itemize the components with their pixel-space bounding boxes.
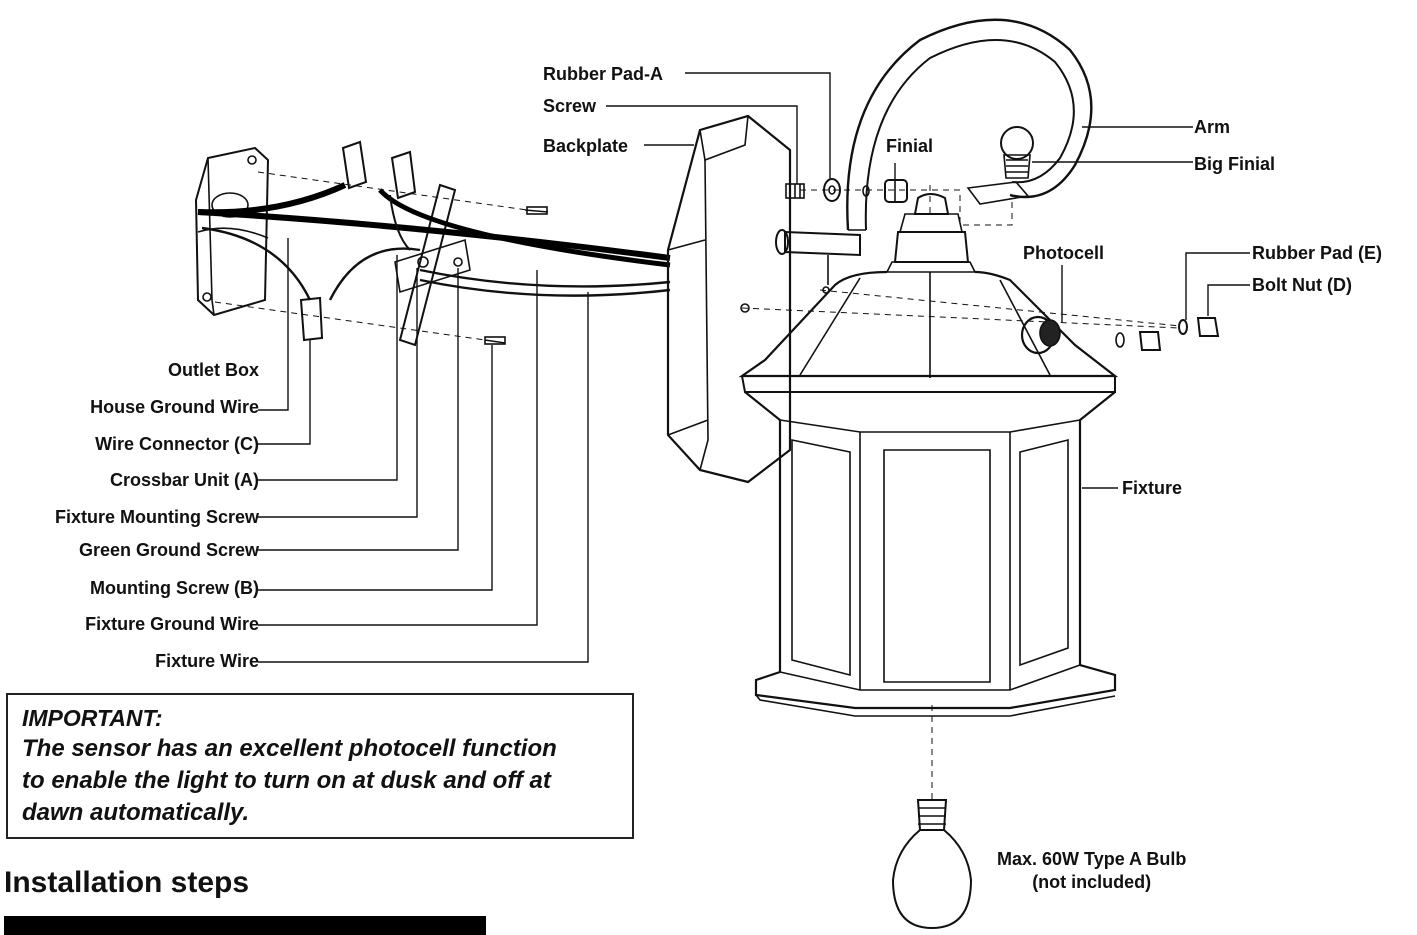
bulb-note: Max. 60W Type A Bulb (not included) <box>997 848 1186 894</box>
bulb <box>891 799 973 930</box>
section-bar <box>4 916 486 935</box>
outlet-box <box>194 146 270 317</box>
fixture <box>738 193 1119 717</box>
label-backplate: Backplate <box>543 136 629 156</box>
mounting-screws <box>484 206 549 345</box>
bolt-nuts-and-pads <box>1115 317 1220 351</box>
label-crossbar-unit-a: Crossbar Unit (A) <box>109 470 259 490</box>
label-mounting-screw-b: Mounting Screw (B) <box>90 578 259 598</box>
label-fixture-ground-wire: Fixture Ground Wire <box>85 614 259 634</box>
photocell <box>1020 315 1061 355</box>
label-wire-connector-c: Wire Connector (C) <box>95 434 259 454</box>
important-line3: dawn automatically. <box>22 799 250 826</box>
wire-connectors <box>299 140 417 342</box>
bulb-note-line2: (not included) <box>1032 872 1152 892</box>
important-heading: IMPORTANT: <box>22 705 163 731</box>
important-line2: to enable the light to turn on at dusk a… <box>22 767 551 794</box>
label-house-ground-wire: House Ground Wire <box>90 397 259 417</box>
alignment-lines <box>214 171 1181 800</box>
label-finial: Finial <box>886 136 934 156</box>
wires <box>197 182 671 301</box>
crossbar-unit <box>394 183 471 347</box>
label-big-finial: Big Finial <box>1194 154 1275 174</box>
bulb-note-line1: Max. 60W Type A Bulb <box>997 849 1187 869</box>
leader-lines <box>258 72 1250 663</box>
label-photocell: Photocell <box>1023 243 1105 263</box>
backplate <box>666 114 830 484</box>
label-green-ground-screw: Green Ground Screw <box>78 540 259 560</box>
label-rubber-pad-a: Rubber Pad-A <box>543 64 664 84</box>
important-note: IMPORTANT: The sensor has an excellent p… <box>6 693 634 839</box>
label-bolt-nut-d: Bolt Nut (D) <box>1252 275 1352 295</box>
rubber-pad-a-and-screw <box>785 178 870 202</box>
label-fixture-mounting-screw: Fixture Mounting Screw <box>54 507 259 527</box>
important-line1: The sensor has an excellent photocell fu… <box>22 735 557 762</box>
label-fixture: Fixture <box>1122 478 1183 498</box>
label-rubber-pad-e: Rubber Pad (E) <box>1252 243 1383 263</box>
label-arm: Arm <box>1194 117 1231 137</box>
installation-steps-heading: Installation steps <box>4 866 250 899</box>
label-fixture-wire: Fixture Wire <box>155 651 259 671</box>
label-outlet-box: Outlet Box <box>167 360 259 380</box>
finial <box>884 179 908 203</box>
arm <box>775 18 1093 285</box>
label-screw: Screw <box>543 96 597 116</box>
big-finial <box>966 126 1034 205</box>
